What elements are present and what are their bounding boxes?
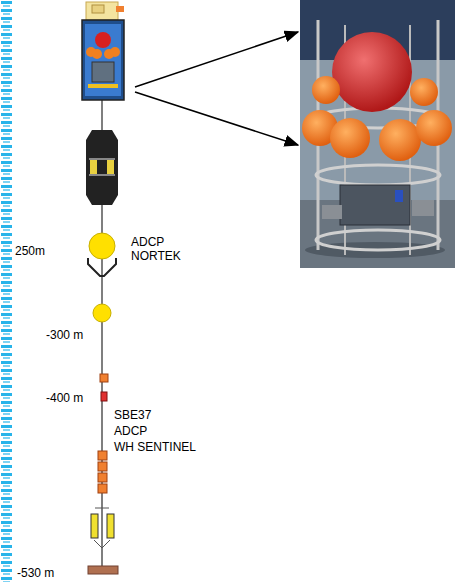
instrument-label: SBE37 (114, 408, 151, 422)
pointer-arrow (135, 92, 298, 145)
adcp-float (88, 233, 116, 276)
instrument (100, 374, 108, 382)
depth-label: -530 m (17, 566, 54, 580)
instrument-label: ADCP (114, 424, 147, 438)
depth-label: -300 m (46, 328, 83, 342)
instrument-label: WH SENTINEL (114, 440, 196, 454)
float (93, 304, 111, 322)
floats-stack (98, 451, 107, 493)
buoy-frame (82, 20, 124, 100)
instrument-label: ADCP (131, 235, 164, 249)
top-float (86, 2, 124, 20)
acoustic-release (86, 130, 118, 205)
pointer-arrow (135, 32, 298, 87)
border-stripes (0, 0, 13, 582)
depth-label: -400 m (46, 391, 83, 405)
depth-label: 250m (15, 244, 45, 258)
instrument-label: NORTEK (131, 249, 181, 263)
buoy-photo (300, 0, 455, 268)
instrument (101, 392, 107, 401)
anchor (88, 566, 118, 574)
release-pair (91, 508, 114, 548)
